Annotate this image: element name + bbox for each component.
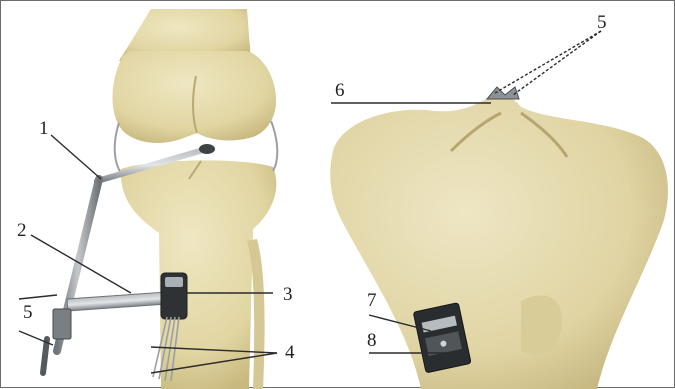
callout-4: 4 — [285, 343, 295, 362]
callout-1: 1 — [39, 119, 49, 138]
knee-joint-illustration — [43, 9, 277, 389]
tibia-closeup-bone — [330, 95, 668, 389]
callout-5-left: 5 — [23, 303, 33, 322]
callout-2: 2 — [17, 221, 27, 240]
callout-5-right: 5 — [597, 13, 607, 32]
drill-guide-block-highlight — [165, 277, 183, 287]
leader-line-1 — [51, 135, 101, 179]
tibia-closeup-illustration — [330, 87, 668, 389]
callout-7: 7 — [367, 291, 377, 310]
leader-line-5-left-top — [19, 295, 57, 299]
callout-8: 8 — [367, 331, 377, 350]
plateau-implant — [487, 87, 519, 99]
locking-block — [53, 309, 71, 339]
leader-line-5-right-b — [513, 31, 601, 95]
collateral-wire-left — [115, 123, 121, 173]
callout-6: 6 — [335, 81, 345, 100]
callout-3: 3 — [283, 285, 293, 304]
guide-arm-tip — [199, 144, 215, 154]
collateral-wire-right — [271, 121, 277, 171]
femur-condyles — [113, 51, 277, 143]
bottom-screw — [43, 339, 47, 373]
guide-slide-arm — [67, 292, 172, 311]
leader-line-5-right-a — [495, 31, 601, 93]
